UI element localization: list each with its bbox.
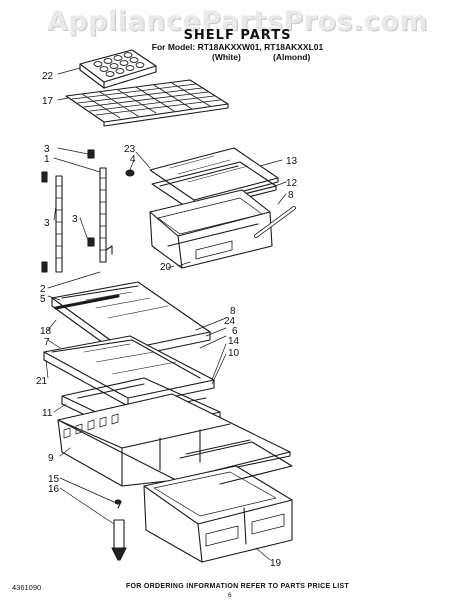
callout-6: 6 bbox=[232, 326, 238, 337]
callout-8: 8 bbox=[230, 306, 236, 317]
callout-18: 18 bbox=[40, 326, 52, 337]
callout-17: 17 bbox=[42, 96, 54, 107]
callout-15: 15 bbox=[48, 474, 60, 485]
drawer-slide-rod bbox=[254, 206, 296, 238]
callout-13: 13 bbox=[286, 156, 298, 167]
callout-24: 24 bbox=[224, 316, 236, 327]
callout-16: 16 bbox=[48, 484, 60, 495]
leader-lines bbox=[45, 67, 287, 561]
callout-11: 11 bbox=[42, 408, 53, 419]
color-white-label: (White) bbox=[212, 52, 241, 62]
page-title: SHELF PARTS bbox=[183, 28, 292, 43]
callout-2: 2 bbox=[40, 284, 46, 295]
callout-9: 9 bbox=[48, 453, 54, 464]
lower-glass-shelf bbox=[43, 335, 215, 407]
callout-8: 8 bbox=[288, 190, 294, 201]
callout-14: 14 bbox=[228, 336, 240, 347]
color-almond-label: (Almond) bbox=[273, 52, 311, 62]
leveling-leg bbox=[111, 499, 127, 561]
crisper-drawers bbox=[143, 439, 293, 563]
wire-shelf bbox=[65, 79, 229, 127]
callout-4: 4 bbox=[130, 154, 136, 165]
callout-20: 20 bbox=[160, 262, 172, 273]
callout-7: 7 bbox=[44, 337, 50, 348]
upper-pan-drawer bbox=[149, 189, 273, 269]
callout-3: 3 bbox=[44, 218, 50, 229]
callout-10: 10 bbox=[228, 348, 240, 359]
callout-5: 5 bbox=[40, 294, 46, 305]
callout-21: 21 bbox=[36, 376, 48, 387]
callout-23: 23 bbox=[124, 144, 136, 155]
callout-3: 3 bbox=[72, 214, 78, 225]
callout-12: 12 bbox=[286, 178, 298, 189]
ordering-note: FOR ORDERING INFORMATION REFER TO PARTS … bbox=[125, 583, 350, 590]
shelf-support-rails bbox=[41, 149, 113, 273]
callout-3: 3 bbox=[44, 144, 50, 155]
page-number: 6 bbox=[228, 592, 232, 599]
callout-1: 1 bbox=[44, 154, 50, 165]
callout-22: 22 bbox=[42, 71, 54, 82]
egg-tray bbox=[79, 49, 157, 89]
shelf-end-cap bbox=[125, 169, 135, 177]
model-numbers: For Model: RT18AKXXW01, RT18AKXXL01 bbox=[151, 42, 324, 52]
site-watermark: AppliancePartsPros.com bbox=[46, 6, 429, 37]
callout-19: 19 bbox=[270, 558, 282, 569]
callout-labels: 22 17 3 1 3 3 23 4 13 12 8 20 2 5 8 24 6… bbox=[36, 71, 298, 569]
document-number: 4361090 bbox=[12, 583, 42, 592]
